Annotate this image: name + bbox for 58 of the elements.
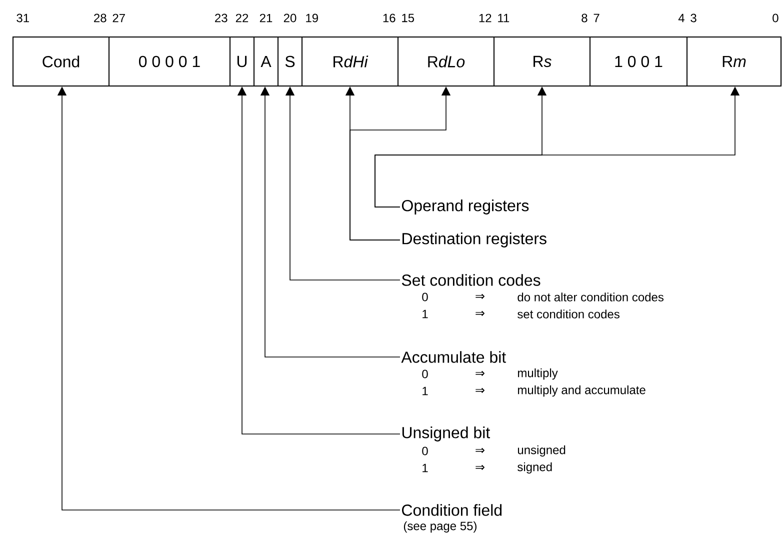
bit-number: 27: [112, 14, 125, 22]
field-description: Destination registers: [402, 232, 546, 248]
bit-number: 16: [383, 14, 396, 22]
bit-number: 31: [16, 14, 29, 22]
field-description: Condition field: [402, 504, 502, 516]
node-label: ⇒: [476, 464, 484, 470]
value-row: 1 ⇒ set condition codes: [422, 310, 620, 318]
field-box: S: [278, 36, 302, 86]
field-box: Cond: [12, 36, 110, 86]
value-row: 0 ⇒ multiply: [422, 368, 558, 380]
value-row: 0 ⇒ do not alter condition codes: [422, 292, 664, 302]
node-label: ⇒: [476, 310, 484, 316]
value-row: 0 ⇒ unsigned: [422, 445, 566, 457]
field-box: RdHi: [302, 36, 398, 86]
node-label: unsigned: [518, 445, 566, 457]
node-label: ⇒: [476, 370, 484, 376]
value-row: 1 ⇒ signed: [422, 462, 552, 474]
bit-number: 22: [236, 14, 248, 22]
node-label: ⇒: [476, 294, 484, 299]
node-label: 1: [422, 310, 428, 318]
field-description: Unsigned bit: [402, 426, 490, 442]
bit-number: 19: [306, 14, 318, 22]
bit-number: 20: [284, 14, 296, 22]
bit-number: 11: [498, 14, 510, 22]
node-label: ⇒: [476, 388, 484, 393]
field-box: Rs: [494, 36, 590, 86]
node-label: signed: [518, 462, 552, 474]
bit-number: 12: [479, 14, 492, 22]
field-box: RdLo: [398, 36, 494, 86]
field-box: 0 0 0 0 1: [108, 36, 230, 86]
field-box: 1 0 0 1: [590, 36, 688, 86]
field-description: Accumulate bit: [401, 351, 506, 363]
field-box: Rm: [686, 36, 782, 86]
bit-number: 0: [772, 14, 778, 22]
node-label: ⇒: [476, 448, 484, 453]
node-label: 1: [422, 386, 428, 396]
bit-number: 3: [690, 14, 696, 22]
bit-number: 8: [582, 14, 588, 22]
field-box: A: [254, 36, 278, 86]
node-label: set condition codes: [518, 310, 620, 318]
value-row: 1 ⇒ multiply and accumulate: [422, 385, 646, 397]
bit-number: 21: [260, 14, 272, 22]
field-box: U: [230, 36, 254, 86]
bit-number: 7: [594, 14, 600, 22]
node-label: 1: [422, 464, 428, 472]
node-label: multiply: [518, 368, 558, 380]
node-label: do not alter condition codes: [518, 292, 664, 302]
bit-number: 28: [94, 14, 106, 22]
node-label: 0: [422, 370, 428, 378]
field-description: Operand registers: [402, 200, 529, 214]
field-description: Set condition codes: [402, 274, 540, 286]
note: (see page 55): [404, 521, 476, 533]
node-label: 0: [422, 292, 428, 302]
node-label: multiply and accumulate: [518, 385, 646, 397]
bit-number: 23: [215, 14, 228, 22]
node-label: 0: [422, 446, 428, 456]
bit-number: 15: [402, 14, 414, 22]
bit-number: 4: [678, 14, 684, 22]
